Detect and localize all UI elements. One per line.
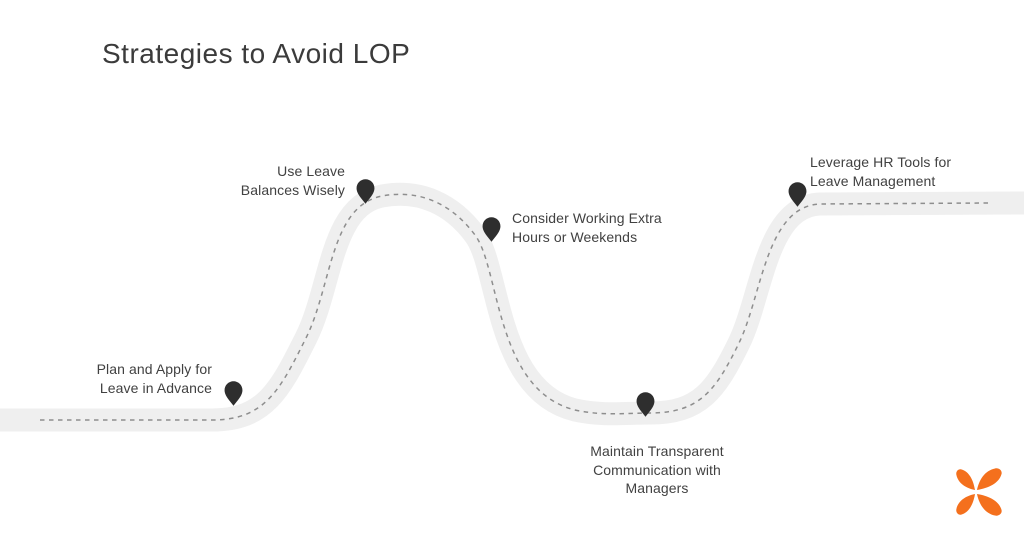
map-pin-icon	[636, 391, 655, 418]
milestone-label: Leverage HR Tools for Leave Management	[810, 154, 952, 189]
milestone-label: Use Leave Balances Wisely	[240, 163, 345, 198]
map-pin-icon	[224, 380, 243, 407]
road-band	[0, 182, 1024, 432]
map-pin-icon	[482, 216, 501, 243]
milestone-label: Consider Working Extra Hours or Weekends	[512, 210, 662, 245]
milestone-label: Plan and Apply for Leave in Advance	[96, 361, 212, 396]
page-title: Strategies to Avoid LOP	[102, 38, 411, 69]
map-pin-icon	[356, 178, 375, 205]
map-pin-icon	[788, 181, 807, 208]
butterfly-logo-icon	[956, 468, 1002, 516]
milestone-label: Maintain Transparent Communication with …	[590, 443, 724, 496]
